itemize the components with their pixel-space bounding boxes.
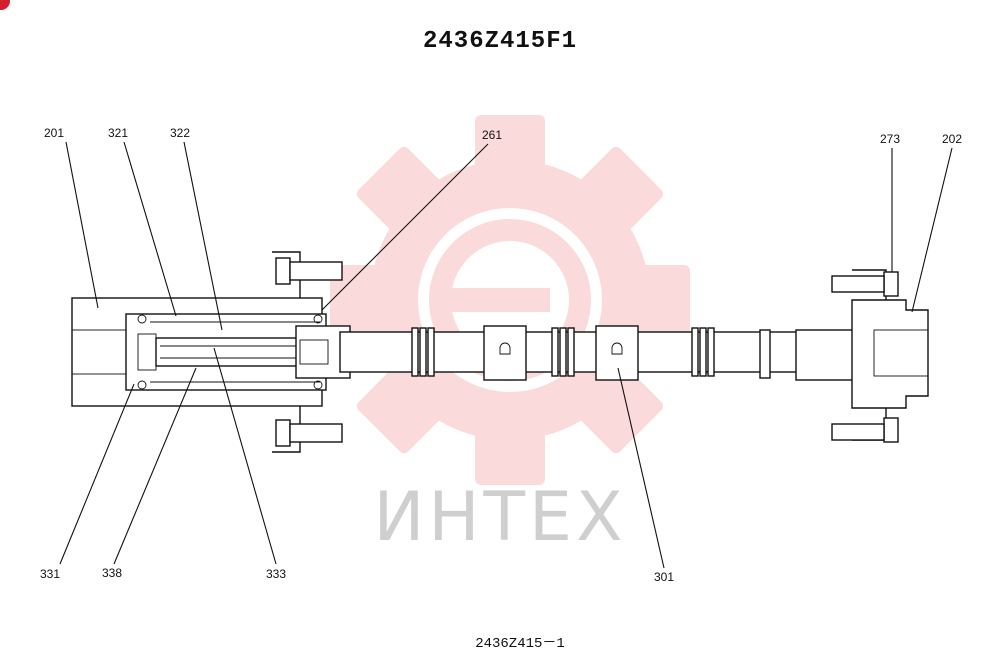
callout-333: 333: [266, 567, 286, 581]
callout-301: 301: [654, 570, 674, 584]
leader-lines: [59, 141, 953, 569]
callout-261: 261: [482, 128, 502, 142]
callout-331: 331: [40, 567, 60, 581]
drawing-title: 2436Z415F1: [422, 28, 578, 55]
callout-321: 321: [108, 126, 128, 140]
spool-shaft: [339, 325, 859, 381]
corner-badge: [0, 0, 10, 10]
callout-322: 322: [170, 126, 190, 140]
cylinder-body: [71, 251, 351, 453]
callout-201: 201: [44, 126, 64, 140]
callout-202: 202: [942, 132, 962, 146]
watermark-gear-icon: [330, 115, 690, 485]
end-cap: [831, 269, 929, 443]
callout-labels: 201 321 322 261 273 202 331 338 333 301: [40, 126, 962, 584]
callout-338: 338: [102, 566, 122, 580]
callout-273: 273: [880, 132, 900, 146]
drawing-caption: 2436Z415－1: [475, 636, 565, 652]
watermark-text: ИНТЕХ: [373, 478, 626, 557]
